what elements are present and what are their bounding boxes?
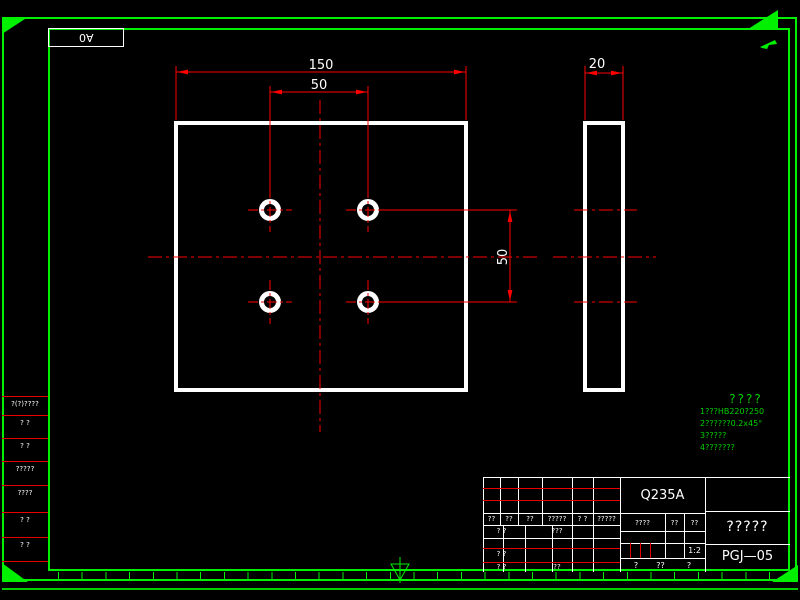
dimension-arrows <box>177 69 622 301</box>
tech-requirements: ???? 1???HB220?250 2??????0.2x45° 3?????… <box>700 392 792 454</box>
revision-line <box>483 488 620 489</box>
scale-value: 1:2 <box>688 546 701 555</box>
tech-requirement-line: 2??????0.2x45° <box>700 419 763 428</box>
tech-requirement-line: 4??????? <box>700 443 735 452</box>
margin-table-row: ? ? <box>2 512 48 537</box>
frame-inner-border <box>48 28 790 571</box>
drawing-number: PGJ—05 <box>721 549 774 564</box>
grid-line <box>518 477 519 525</box>
margin-table-row: ???? <box>2 485 48 512</box>
sign-header: ????? <box>547 515 567 523</box>
revision-line <box>483 562 620 563</box>
grid-line <box>705 544 790 545</box>
approve-sign: ?? <box>553 563 561 571</box>
sign-header: ? ? <box>577 515 588 523</box>
center-lines <box>148 100 656 432</box>
grid-line <box>483 477 484 572</box>
grid-line <box>620 531 705 532</box>
margin-table-row: ? ? <box>2 415 48 438</box>
margin-table-row: ????? <box>2 461 48 485</box>
tech-requirements-title: ???? <box>729 392 763 406</box>
sign-header: ?? <box>526 515 534 523</box>
plot-stamp-icon <box>760 40 777 49</box>
grid-line <box>483 477 790 478</box>
grid-line <box>593 477 594 572</box>
sheet-info: ?? <box>656 561 665 570</box>
sheet-info: ? <box>686 561 692 570</box>
revision-line <box>483 548 620 549</box>
bolt-holes <box>259 199 379 313</box>
paper-size-label-box: A0 <box>48 28 124 47</box>
grid-line <box>620 477 621 572</box>
margin-table-row: ? ? <box>2 537 48 562</box>
sign-header: ?? <box>487 515 496 523</box>
grid-line <box>705 477 706 572</box>
design-label: ? ? <box>496 527 507 535</box>
sign-header: ????? <box>597 515 616 523</box>
margin-table-row: ?(?)???? <box>2 396 48 415</box>
grid-line <box>542 477 543 525</box>
part-name: ????? <box>726 519 769 535</box>
approve-label: ? ? <box>496 563 507 571</box>
title-block: ?? ?? ?? ????? ? ? ????? ? ? ??? ? ? ? ?… <box>483 477 790 572</box>
scale-header: ?? <box>690 519 699 527</box>
material-label: Q235A <box>640 488 685 503</box>
tech-requirement-line: 1???HB220?250 <box>700 407 765 416</box>
stage-mark-divider <box>650 543 651 558</box>
stage-mark-divider <box>640 543 641 558</box>
dimension-lines <box>175 66 624 303</box>
dim-thickness-label: 20 <box>589 57 606 72</box>
fold-ruler <box>58 572 770 580</box>
grid-line <box>572 477 573 572</box>
tech-requirement-line: 3????? <box>700 431 727 440</box>
grid-line <box>483 525 620 526</box>
dim-hole-spacing-v-label: 50 <box>496 249 511 266</box>
grid-line <box>705 511 790 512</box>
standard-label: ??? <box>551 527 563 535</box>
grid-line <box>620 543 705 544</box>
grid-line <box>483 538 620 539</box>
hole-crosshairs <box>248 188 390 324</box>
grid-line <box>665 513 666 558</box>
revision-line <box>483 500 620 501</box>
dimension-texts: 150 50 20 50 <box>309 57 606 265</box>
dim-hole-spacing-label: 50 <box>311 78 328 93</box>
paper-edge-line <box>2 588 798 590</box>
stage-mark-divider <box>630 543 631 558</box>
audit-label: ? ? <box>496 550 507 558</box>
stage-header: ???? <box>635 519 650 527</box>
dim-width-label: 150 <box>309 58 334 73</box>
margin-table: ?(?)???? ? ? ? ? ????? ???? ? ? ? ? <box>2 396 48 563</box>
grid-line <box>684 513 685 558</box>
sign-header: ?? <box>505 515 513 523</box>
sheet-info: ? <box>633 561 639 570</box>
grid-line <box>620 558 705 559</box>
weight-header: ?? <box>670 519 679 527</box>
margin-table-row: ? ? <box>2 438 48 461</box>
grid-line <box>500 477 501 525</box>
grid-line <box>483 513 705 514</box>
